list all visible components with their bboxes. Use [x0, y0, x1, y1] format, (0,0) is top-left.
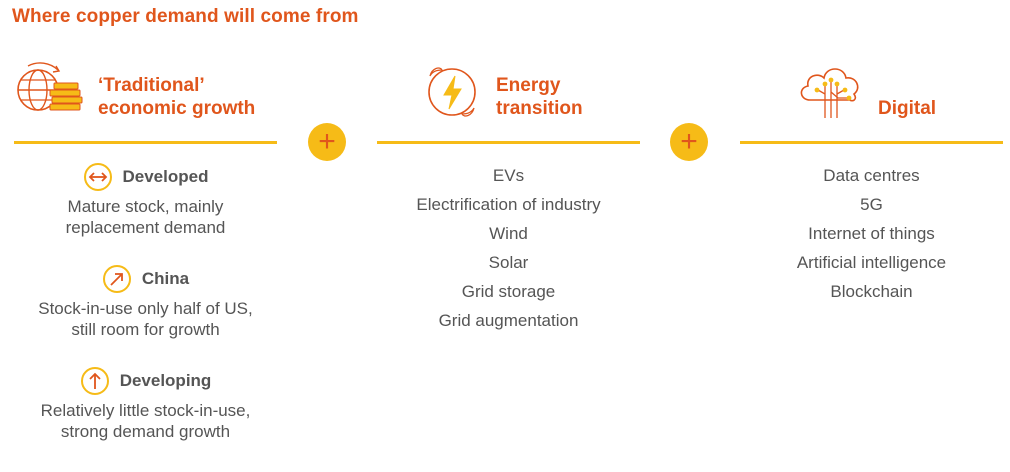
column-title-energy: Energy transition — [496, 75, 583, 119]
diagonal-up-arrow-icon — [102, 265, 131, 293]
column-divider-energy — [377, 141, 640, 144]
up-arrow-icon — [80, 367, 109, 395]
list-item: EVs — [492, 166, 525, 185]
list-item: Blockchain — [830, 282, 913, 301]
page-title: Where copper demand will come from — [12, 6, 359, 27]
globe-coins-icon — [17, 62, 83, 111]
bidirectional-arrow-icon — [83, 163, 112, 191]
list-item: Solar — [488, 253, 529, 272]
column-divider-digital — [740, 141, 1003, 144]
lightning-bolt-icon — [428, 67, 476, 117]
region-name: China — [141, 269, 190, 288]
cloud-circuit-icon — [800, 68, 859, 118]
column-title-traditional: ‘Traditional’ economic growth — [98, 75, 256, 119]
region-description: Stock-in-use only half of US, still room… — [38, 299, 253, 339]
region-developing: Developing Relatively little stock-in-us… — [14, 366, 277, 442]
list-item: Grid storage — [461, 282, 556, 301]
plus-icon: + — [680, 125, 698, 158]
region-developed: Developed Mature stock, mainly replaceme… — [14, 162, 277, 238]
region-description: Mature stock, mainly replacement demand — [65, 197, 226, 237]
region-name: Developing — [119, 371, 212, 390]
list-item: Internet of things — [808, 224, 935, 243]
plus-connector-1: + — [308, 123, 346, 161]
region-name: Developed — [122, 167, 209, 186]
plus-icon: + — [318, 125, 336, 158]
list-item: Wind — [489, 224, 528, 243]
region-china: China Stock-in-use only half of US, stil… — [14, 264, 277, 340]
list-item: 5G — [860, 195, 883, 214]
list-item: Artificial intelligence — [796, 253, 947, 272]
column-title-digital: Digital — [878, 98, 937, 119]
list-item: Electrification of industry — [416, 195, 601, 214]
column-divider-traditional — [14, 141, 277, 144]
region-description: Relatively little stock-in-use, strong d… — [40, 401, 251, 441]
list-item: Data centres — [823, 166, 920, 185]
plus-connector-2: + — [670, 123, 708, 161]
list-item: Grid augmentation — [438, 311, 579, 330]
